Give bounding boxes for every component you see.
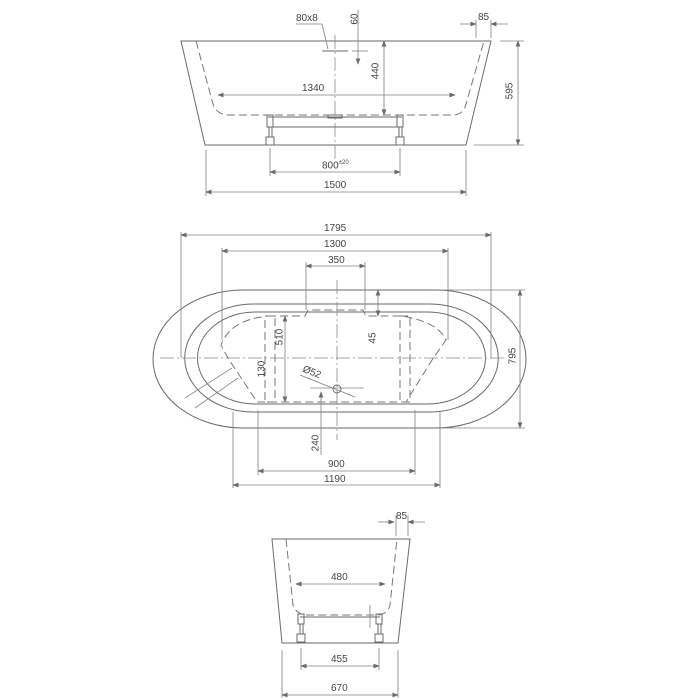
end-wall-thickness-label: 85 [396,511,408,522]
feet-inner-width-label: 510 [274,328,286,346]
notch-depth-label: 45 [367,332,379,344]
overflow-offset-label: 60 [349,13,361,25]
feet-spacing-tolerance: ±20 [338,160,349,166]
total-height-label: 595 [504,82,516,100]
top-view [152,232,527,488]
drain-offset-label: 240 [310,434,322,452]
base-inner-label: 900 [328,459,345,470]
side-view [180,10,524,196]
side-offset-label: 130 [256,360,268,378]
overflow-size-label: 80x8 [296,13,318,24]
end-view [271,515,425,698]
inner-length-label: 1300 [324,239,347,250]
base-length-label: 1500 [324,180,347,191]
end-base-width-label: 670 [331,683,348,694]
inner-bottom-length-label: 1340 [302,83,325,94]
base-outer-label: 1190 [324,474,346,485]
feet-spacing-label: 800±20 [322,160,349,171]
feet-spacing-value: 800 [322,160,339,172]
side-wall-thickness-label: 85 [478,12,490,23]
end-inner-bottom-label: 480 [331,572,348,583]
overall-width-label: 795 [507,347,519,365]
overall-length-label: 1795 [324,223,347,234]
depth-to-overflow-label: 440 [370,62,382,80]
end-feet-spacing-label: 455 [331,654,348,665]
notch-width-label: 350 [328,255,345,266]
